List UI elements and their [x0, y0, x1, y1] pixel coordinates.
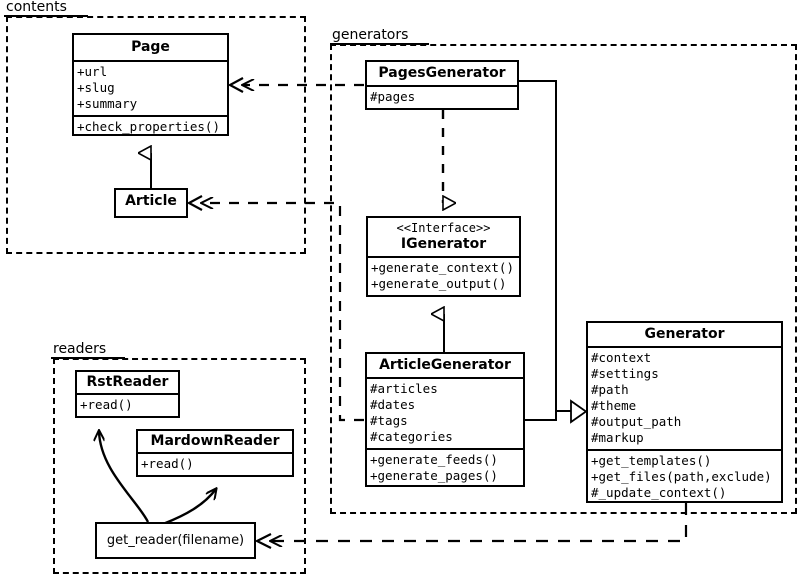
- class-page-operations: +check_properties(): [74, 115, 227, 138]
- class-mardownreader-name: MardownReader: [150, 433, 280, 449]
- attribute: #pages: [370, 89, 416, 104]
- class-rstreader[interactable]: RstReader +read(): [75, 370, 180, 418]
- class-igenerator-operations: +generate_context() +generate_output(): [368, 256, 519, 295]
- attribute: #markup: [591, 430, 644, 445]
- attribute: +slug: [77, 80, 115, 95]
- operation: +get_files(path,exclude): [591, 469, 772, 484]
- attribute: #context: [591, 350, 652, 365]
- attribute: #articles: [370, 381, 438, 396]
- operation: #_update_context(): [591, 485, 727, 500]
- class-igenerator-stereotype: <<Interface>>: [396, 221, 491, 235]
- operation: +generate_output(): [371, 276, 507, 291]
- attribute: #dates: [370, 397, 416, 412]
- class-generator-name: Generator: [644, 326, 725, 342]
- package-readers-frame: [53, 358, 306, 574]
- attribute: +url: [77, 64, 108, 79]
- class-articlegenerator[interactable]: ArticleGenerator #articles #dates #tags …: [365, 352, 525, 487]
- attribute: #tags: [370, 413, 408, 428]
- function-get-reader[interactable]: get_reader(filename): [95, 522, 256, 559]
- operation: +get_templates(): [591, 453, 712, 468]
- package-contents-label: contents: [4, 0, 88, 17]
- attribute: #path: [591, 382, 629, 397]
- class-pagesgenerator[interactable]: PagesGenerator #pages: [365, 60, 519, 110]
- class-articlegenerator-name: ArticleGenerator: [379, 357, 511, 373]
- class-page-attributes: +url +slug +summary: [74, 60, 227, 115]
- class-articlegenerator-attributes: #articles #dates #tags #categories: [367, 377, 523, 448]
- package-generators-label: generators: [330, 28, 429, 45]
- attribute: #categories: [370, 429, 453, 444]
- class-rstreader-name: RstReader: [86, 374, 169, 390]
- class-generator-attributes: #context #settings #path #theme #output_…: [588, 346, 781, 449]
- class-pagesgenerator-attributes: #pages: [367, 85, 517, 108]
- class-igenerator[interactable]: <<Interface>> IGenerator +generate_conte…: [366, 216, 521, 297]
- attribute: #output_path: [591, 414, 682, 429]
- class-igenerator-name: <<Interface>> IGenerator: [368, 218, 519, 256]
- class-mardownreader-operations: +read(): [138, 452, 292, 475]
- class-article-name: Article: [125, 193, 177, 209]
- class-generator[interactable]: Generator #context #settings #path #them…: [586, 321, 783, 503]
- operation: +generate_feeds(): [370, 452, 498, 467]
- attribute: +summary: [77, 96, 138, 111]
- class-rstreader-operations: +read(): [77, 393, 178, 416]
- operation: +generate_context(): [371, 260, 514, 275]
- operation: +read(): [80, 397, 133, 412]
- class-generator-operations: +get_templates() +get_files(path,exclude…: [588, 449, 781, 504]
- package-readers-label: readers: [51, 342, 125, 359]
- class-page-name: Page: [131, 39, 170, 55]
- operation: +check_properties(): [77, 119, 220, 134]
- attribute: #theme: [591, 398, 637, 413]
- package-contents-frame: [6, 16, 306, 254]
- class-articlegenerator-operations: +generate_feeds() +generate_pages(): [367, 448, 523, 487]
- class-article[interactable]: Article: [114, 188, 188, 218]
- class-pagesgenerator-name: PagesGenerator: [378, 65, 506, 81]
- operation: +generate_pages(): [370, 468, 498, 483]
- attribute: #settings: [591, 366, 659, 381]
- class-page[interactable]: Page +url +slug +summary +check_properti…: [72, 33, 229, 136]
- class-igenerator-title: IGenerator: [400, 236, 487, 252]
- function-get-reader-label: get_reader(filename): [106, 533, 245, 548]
- operation: +read(): [141, 456, 194, 471]
- class-mardownreader[interactable]: MardownReader +read(): [136, 429, 294, 477]
